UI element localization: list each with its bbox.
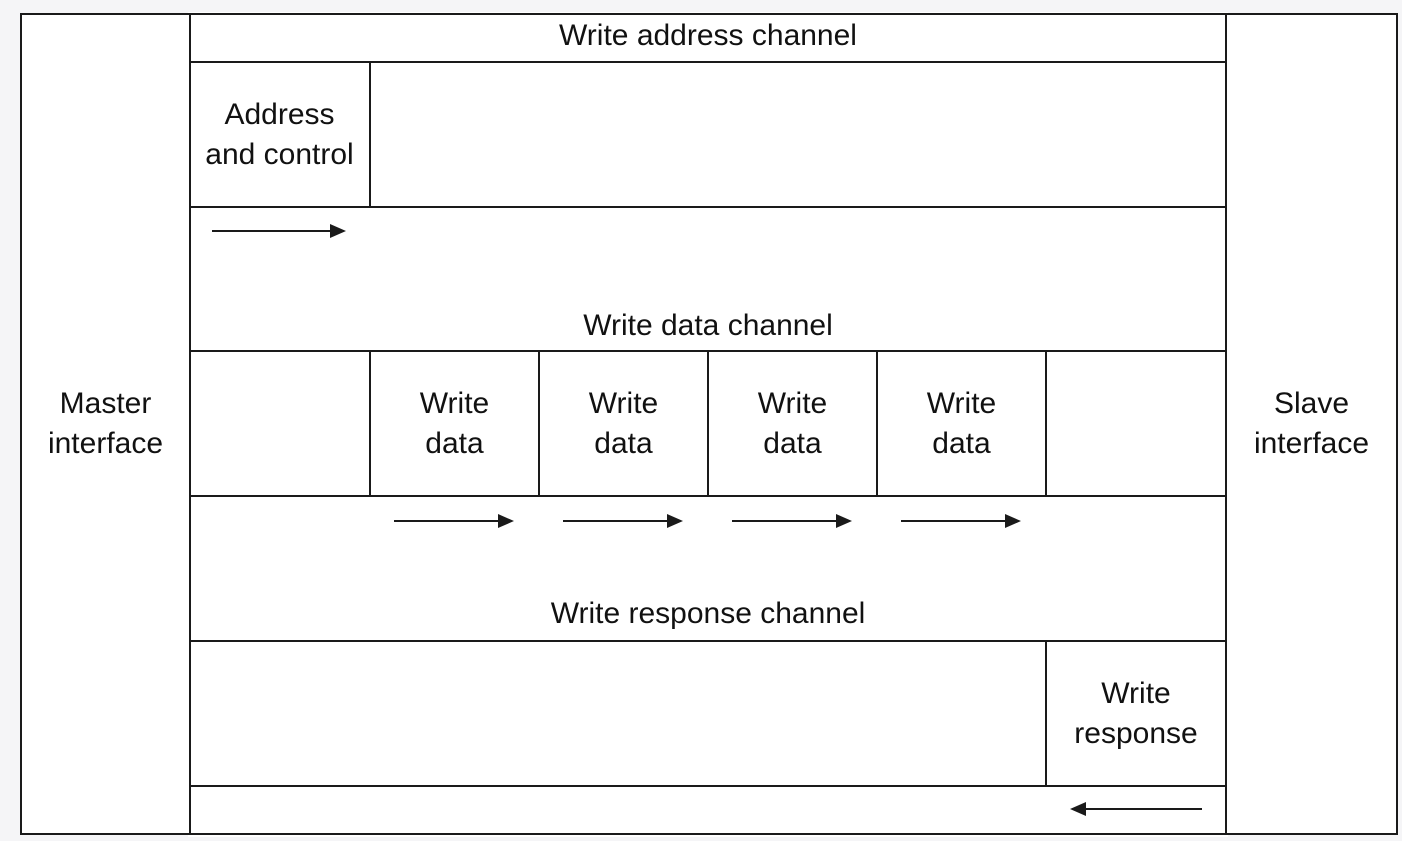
write-data-divider-5: [1045, 350, 1047, 497]
write-data-label: Write data: [419, 386, 490, 460]
write-response-divider: [1045, 640, 1047, 787]
write-address-row-bottom: [189, 206, 1227, 208]
address-and-control-label: Address and control: [205, 97, 354, 171]
write-response-row-top: [189, 640, 1227, 642]
bottom-border: [189, 833, 1227, 835]
write-address-arrow-right: [212, 221, 348, 241]
write-response-arrow-left: [1068, 799, 1204, 819]
write-data-cell: Write data: [540, 352, 707, 495]
write-address-row-top: [189, 61, 1227, 63]
write-data-arrow-right: [732, 511, 856, 531]
top-border: [189, 13, 1227, 15]
master-interface-label: Master interface: [47, 387, 164, 460]
write-data-label: Write data: [757, 386, 828, 460]
write-response-label: Write response: [1074, 676, 1198, 750]
slave-interface-box: Slave interface: [1225, 13, 1398, 835]
write-data-channel-title: Write data channel: [583, 309, 833, 342]
address-and-control-cell: Address and control: [190, 63, 369, 206]
write-response-cell: Write response: [1047, 642, 1225, 785]
master-interface-box: Master interface: [20, 13, 191, 835]
write-address-channel-title: Write address channel: [559, 19, 857, 52]
write-data-label: Write data: [588, 386, 659, 460]
write-data-arrow-right: [563, 511, 687, 531]
write-data-divider-2: [538, 350, 540, 497]
write-response-channel-title: Write response channel: [550, 597, 866, 630]
write-data-divider-3: [707, 350, 709, 497]
write-response-row-bottom: [189, 785, 1227, 787]
write-data-divider-4: [876, 350, 878, 497]
slave-interface-label: Slave interface: [1253, 387, 1370, 460]
write-data-divider-1: [369, 350, 371, 497]
write-data-cell: Write data: [878, 352, 1045, 495]
write-data-arrow-right: [394, 511, 518, 531]
write-data-cell: Write data: [371, 352, 538, 495]
write-address-divider: [369, 61, 371, 208]
write-data-label: Write data: [926, 386, 997, 460]
write-data-arrow-right: [901, 511, 1025, 531]
write-data-cell: Write data: [709, 352, 876, 495]
